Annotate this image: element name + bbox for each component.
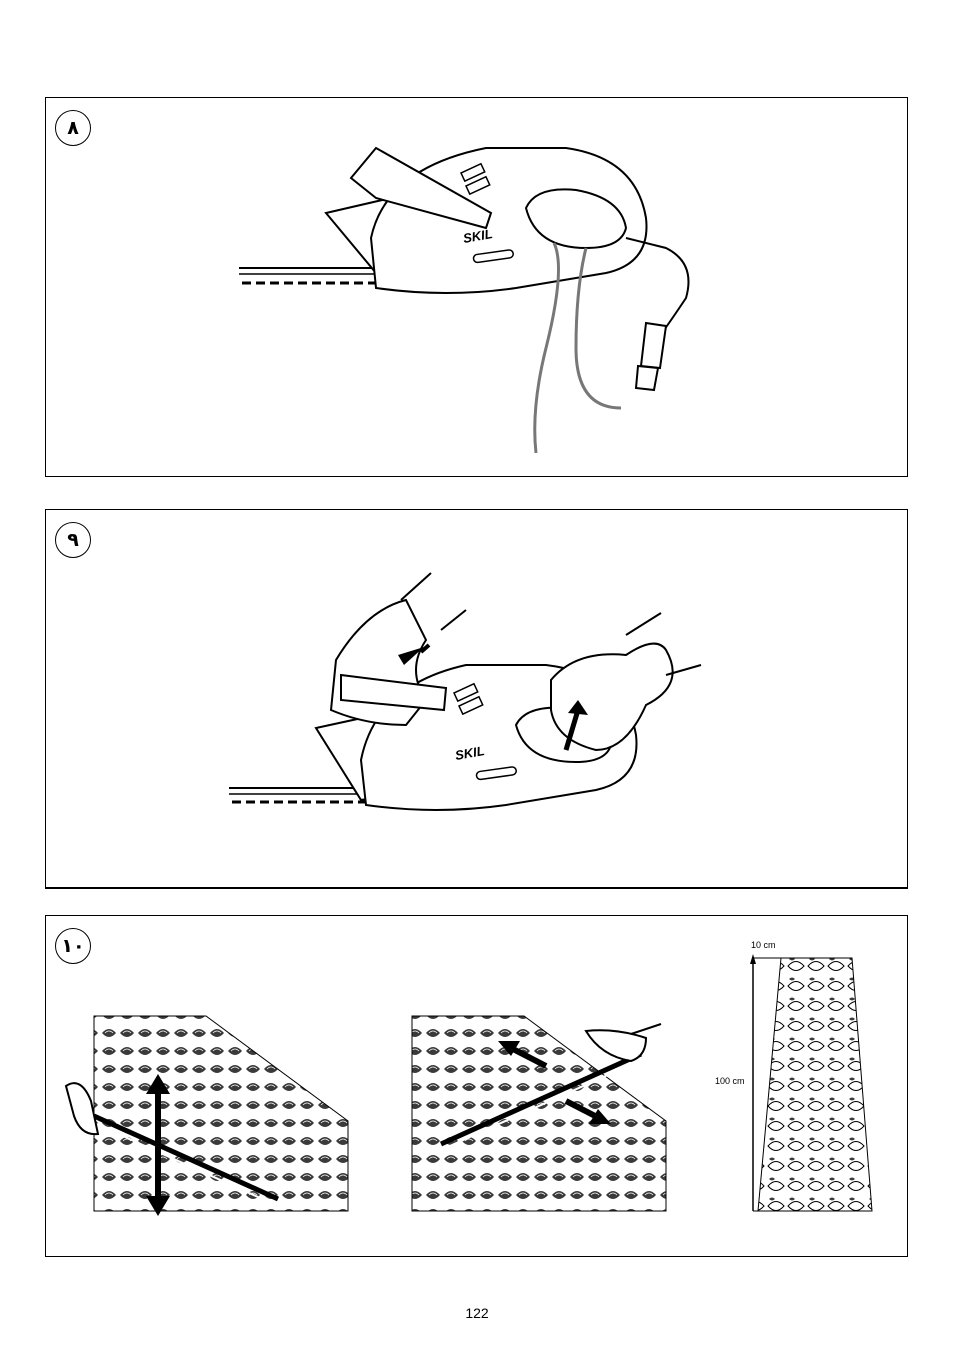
hedge-trimmer-with-cord-icon: SKIL [46, 98, 909, 478]
page-number: 122 [0, 1305, 954, 1321]
figure-9-panel: ٩ SKIL [45, 509, 908, 889]
figure-10-panel: ١٠ [45, 915, 908, 1257]
hedge-icon: 10 cm 100 cm [46, 916, 909, 1258]
power-plug-icon [636, 323, 666, 390]
height-label: 100 cm [715, 1076, 745, 1086]
figure-8-panel: ٨ SKIL [45, 97, 908, 477]
two-hand-operation-icon: SKIL [46, 510, 909, 890]
width-label: 10 cm [751, 940, 776, 950]
